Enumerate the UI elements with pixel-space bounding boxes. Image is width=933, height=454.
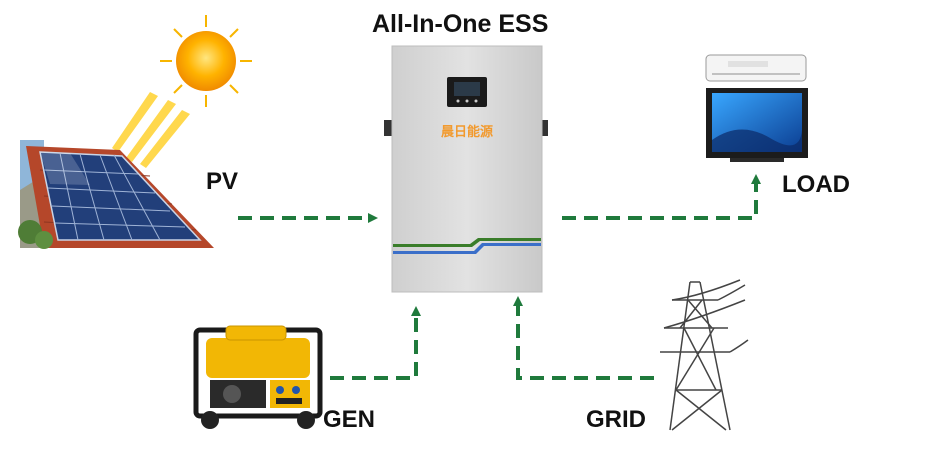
sun-icon [112, 15, 252, 168]
pv-label: PV [206, 168, 239, 195]
ess-cabinet [384, 45, 548, 293]
diagram-title: All-In-One ESS [372, 10, 549, 38]
gen-label: GEN [323, 406, 376, 433]
arrow-grid-to-ess [513, 296, 654, 380]
flow-arrows [238, 174, 761, 380]
solar-panel-icon [18, 140, 214, 249]
load-label: LOAD [782, 171, 850, 198]
power-tower-icon [660, 279, 749, 431]
air-conditioner-icon [705, 54, 807, 82]
grid-label: GRID [586, 406, 646, 433]
arrow-gen-to-ess [330, 306, 421, 380]
tv-icon [706, 88, 808, 162]
ess-brand-text: 晨日能源 [441, 124, 493, 140]
arrow-ess-to-load [562, 174, 761, 220]
generator-icon [193, 325, 323, 429]
